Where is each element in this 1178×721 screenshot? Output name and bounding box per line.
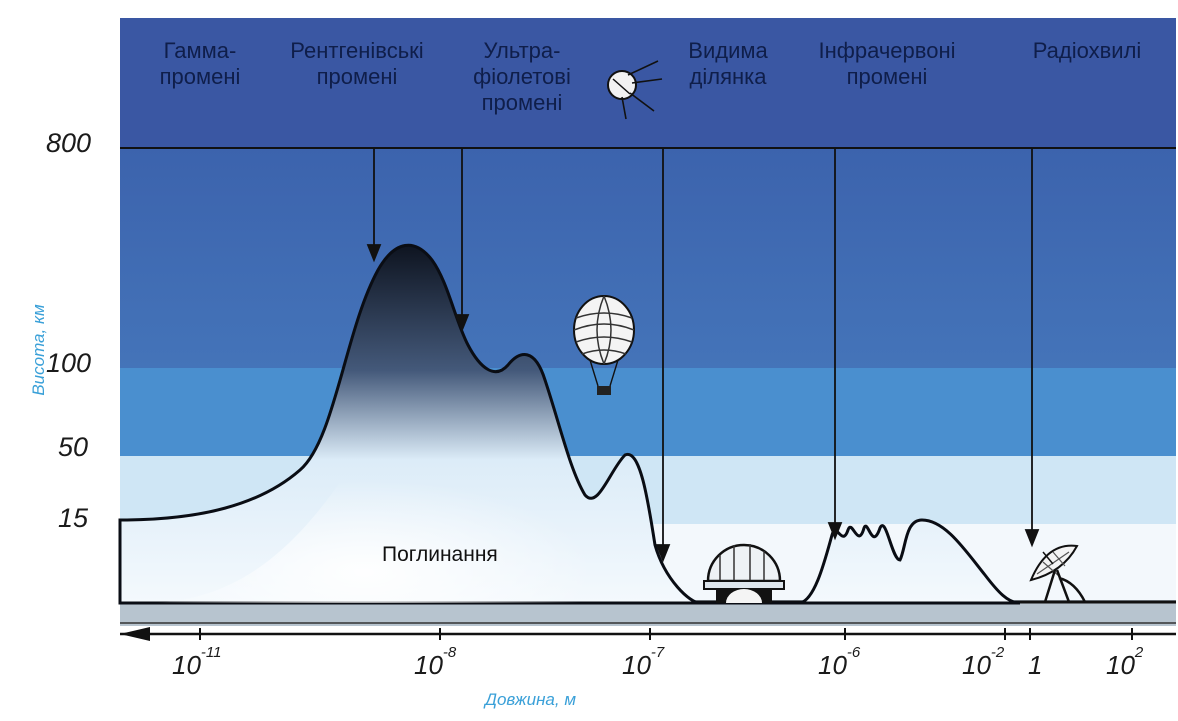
balloon-icon bbox=[573, 295, 635, 395]
sky-layer-high bbox=[120, 148, 1176, 370]
x-tick-label: 102 bbox=[1106, 644, 1144, 680]
absorption-glow bbox=[150, 396, 660, 603]
x-axis-arrow bbox=[120, 627, 150, 641]
radio-telescope-icon bbox=[1029, 544, 1087, 603]
sky-layer-100 bbox=[120, 368, 1176, 458]
x-tick-label: 10-8 bbox=[414, 644, 457, 680]
satellite-icon bbox=[607, 60, 663, 120]
x-tick-label: 1 bbox=[1028, 650, 1043, 680]
observatory-icon bbox=[703, 543, 785, 603]
absorption-label: Поглинання bbox=[382, 543, 498, 566]
x-tick-label: 10-2 bbox=[962, 644, 1005, 680]
y-tick-15: 15 bbox=[58, 503, 89, 533]
band-label-radio: Радіохвилі bbox=[1032, 38, 1142, 63]
top-band bbox=[120, 18, 1176, 148]
y-axis-title: Висота, км bbox=[29, 304, 48, 396]
y-tick-800: 800 bbox=[46, 128, 92, 158]
band-label-gamma: Гамма-промені bbox=[159, 38, 241, 89]
x-axis-title: Довжина, м bbox=[485, 690, 576, 709]
x-tick-label: 10-11 bbox=[172, 644, 222, 680]
penetration-arrows bbox=[366, 148, 1040, 563]
y-tick-100: 100 bbox=[46, 348, 92, 378]
y-tick-50: 50 bbox=[58, 432, 89, 462]
x-tick-label: 10-6 bbox=[818, 644, 861, 680]
x-tick-label: 10-7 bbox=[622, 644, 665, 680]
x-axis-ticks bbox=[199, 628, 1133, 640]
